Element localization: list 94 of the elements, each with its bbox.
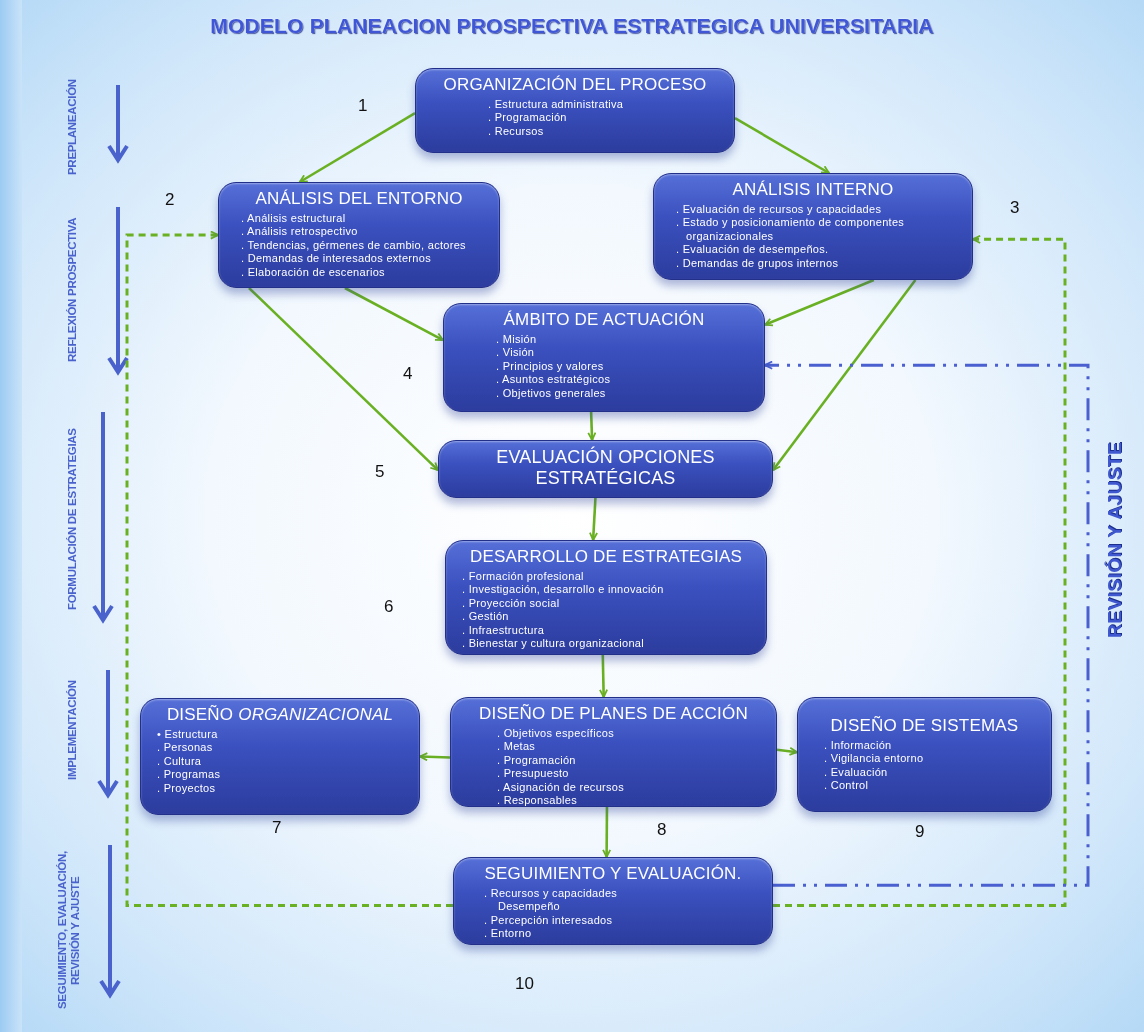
box-heading: DESARROLLO DE ESTRATEGIAS	[469, 547, 743, 567]
stage-label: SEGUIMIENTO, EVALUACIÓN, REVISIÓN Y AJUSTE	[56, 850, 83, 1012]
step-number: 1	[358, 96, 368, 116]
process-box	[438, 440, 773, 498]
step-number: 2	[165, 190, 175, 210]
list-item: . Recursos	[488, 124, 545, 139]
arrow	[602, 807, 612, 858]
box-heading: DISEÑO DE PLANES DE ACCIÓN	[478, 704, 749, 724]
step-number: 4	[403, 364, 413, 384]
diagram-title: MODELO PLANEACION PROSPECTIVA ESTRATEGICA UNIVERSITARIA	[209, 14, 935, 38]
arrow	[248, 287, 439, 472]
box-heading: ÁMBITO DE ACTUACIÓN	[502, 310, 706, 330]
process-box	[443, 303, 765, 412]
arrow	[344, 286, 444, 342]
list-item: . Recursos y capacidades	[484, 886, 619, 901]
step-number: 10	[515, 974, 534, 994]
list-item: . Programación	[488, 111, 568, 125]
box-heading: DISEÑO DE SISTEMAS	[829, 716, 1020, 736]
stage-label: REFLEXIÓN PROSPECTIVA	[66, 216, 79, 364]
step-number: 3	[1010, 198, 1020, 218]
stage-label: PREPLANEACIÓN	[66, 78, 79, 177]
step-number: 6	[384, 597, 394, 617]
list-item: . Misión	[496, 332, 538, 347]
process-box	[453, 857, 773, 945]
dashed-arrow	[125, 230, 453, 907]
box-heading: ORGANIZACIÓN DEL PROCESO	[442, 75, 708, 95]
list-item: . Infraestructura	[462, 623, 546, 638]
box-heading: EVALUACIÓN OPCIONES ESTRATÉGICAS	[495, 446, 716, 489]
list-item: . Programación	[497, 753, 577, 768]
list-item: . Análisis retrospectivo	[241, 225, 359, 239]
box-heading: ANÁLISIS INTERNO	[731, 180, 895, 200]
box-heading: SEGUIMIENTO Y EVALUACIÓN.	[483, 864, 743, 884]
list-item: . Tendencias, gérmenes de cambio, actores	[241, 238, 467, 253]
list-item: . Control	[824, 779, 870, 793]
process-box	[140, 698, 420, 815]
dashed-arrow	[773, 234, 1067, 907]
list-item: . Objetivos específicos	[497, 726, 615, 741]
list-item: . Vigilancia entorno	[824, 752, 925, 766]
stage-label: REVISIÓN Y AJUSTE	[1104, 440, 1126, 640]
list-item: . Cultura	[157, 754, 203, 769]
list-item: . Asignación de recursos	[497, 780, 626, 795]
list-item: . Evaluación de desempeños.	[676, 243, 830, 257]
list-item: . Información	[824, 738, 893, 753]
list-item: . Proyectos	[157, 781, 217, 796]
list-item: . Formación profesional	[462, 569, 585, 584]
box-heading: DISEÑO ORGANIZACIONAL	[165, 705, 395, 725]
process-box	[445, 540, 767, 655]
list-item: . Estado y posicionamiento de componentes organizacionales	[676, 216, 906, 244]
list-item: . Evaluación de recursos y capacidades	[676, 202, 883, 217]
list-item: . Personas	[157, 741, 214, 755]
arrow	[419, 752, 451, 762]
list-item: . Estructura administrativa	[488, 97, 625, 112]
list-item: • Estructura	[157, 727, 219, 742]
list-item: . Visión	[496, 346, 536, 360]
arrow	[776, 746, 798, 756]
stage-label: FORMULACIÓN DE ESTRATEGIAS	[66, 427, 79, 612]
list-item: . Metas	[497, 740, 537, 754]
list-item: . Proyección social	[462, 596, 561, 611]
stage-label: IMPLEMENTACIÓN	[66, 679, 79, 783]
arrow	[298, 111, 416, 184]
arrow	[764, 278, 875, 327]
arrow	[587, 411, 597, 441]
list-item: . Percepción interesados	[484, 913, 614, 928]
process-box	[797, 697, 1052, 812]
list-item: . Presupuesto	[497, 767, 570, 781]
list-item: . Análisis estructural	[241, 211, 347, 226]
arrow	[734, 117, 830, 175]
arrow	[589, 497, 598, 541]
list-item: . Principios y valores	[496, 359, 605, 374]
arrow	[771, 279, 917, 472]
list-item: . Objetivos generales	[496, 386, 607, 401]
list-item: . Bienestar y cultura organizacional	[462, 637, 645, 651]
list-item: . Elaboración de escenarios	[241, 265, 386, 280]
process-box	[218, 182, 500, 288]
arrow	[599, 654, 609, 698]
list-item: . Evaluación	[824, 765, 889, 780]
list-item: . Gestión	[462, 610, 510, 624]
list-item: . Responsables	[497, 794, 579, 808]
list-item: . Programas	[157, 768, 222, 782]
step-number: 5	[375, 462, 385, 482]
process-box	[415, 68, 735, 153]
list-item: . Demandas de interesados externos	[241, 252, 432, 266]
list-item: Desempeño	[497, 900, 561, 914]
step-number: 9	[915, 822, 925, 842]
box-heading: ANÁLISIS DEL ENTORNO	[254, 189, 464, 209]
list-item: . Demandas de grupos internos	[676, 256, 840, 271]
process-box	[653, 173, 973, 280]
process-box	[450, 697, 777, 807]
list-item: . Investigación, desarrollo e innovación	[462, 583, 665, 597]
step-number: 7	[272, 818, 282, 838]
dashed-arrow	[764, 360, 1090, 887]
step-number: 8	[657, 820, 667, 840]
list-item: . Asuntos estratégicos	[496, 373, 612, 387]
list-item: . Entorno	[484, 927, 533, 941]
